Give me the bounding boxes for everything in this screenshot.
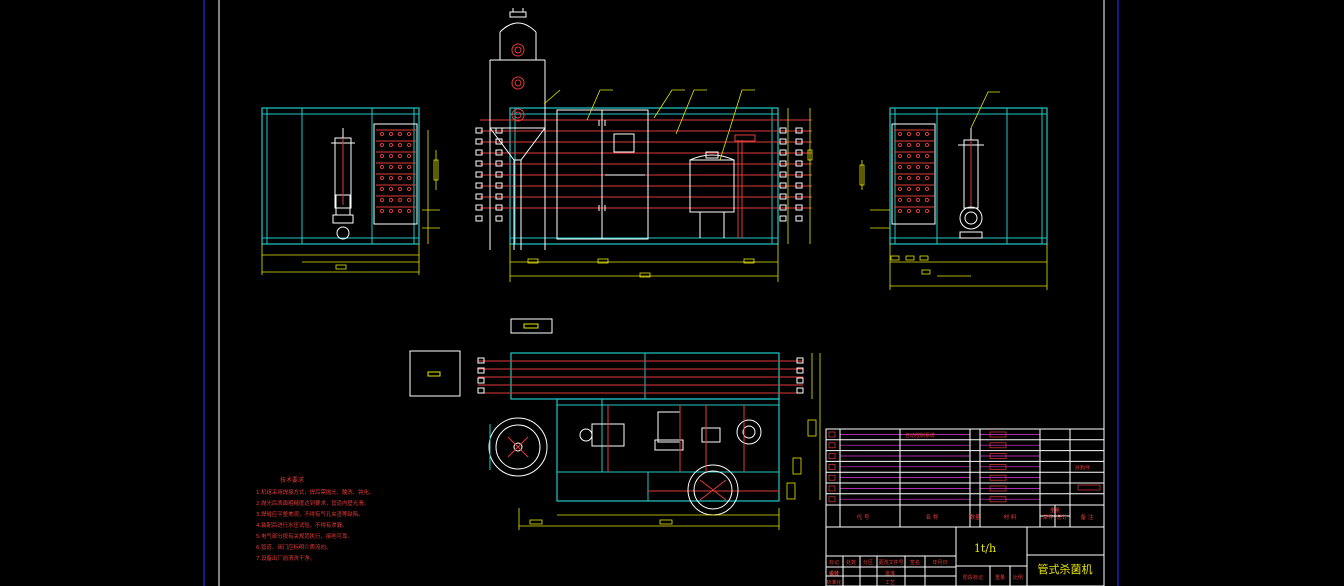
front-view: [475, 8, 813, 282]
parts-header-cell: 数量: [969, 513, 981, 521]
revision-label: 分区: [863, 559, 873, 566]
parts-header-cell: 代 号: [857, 513, 870, 521]
parts-header-cell: 总计: [1056, 513, 1068, 521]
note-line: 3.焊缝应平整美观，不得有气孔夹渣等缺陷。: [256, 510, 364, 518]
revision-label: 更改文件号: [878, 559, 903, 566]
note-line: 2.抛光后表面粗糙度达到要求，管道内壁光滑。: [256, 499, 369, 507]
revision-label: 标记: [829, 559, 839, 566]
capacity-label: 1t/h: [974, 542, 996, 555]
parts-row-name: 自动控制系统: [905, 432, 935, 439]
note-line: 6.管道、阀门应标明介质流向。: [256, 543, 331, 551]
stage-label: 比例: [1013, 574, 1023, 581]
product-name: 管式杀菌机: [1038, 562, 1093, 576]
stage-label: 阶段标记: [963, 574, 983, 581]
control-cabinet: [556, 109, 649, 240]
note-line: 7.设备出厂前清洗干净。: [256, 554, 315, 562]
approval-label: 设计: [829, 570, 839, 577]
revision-label: 处数: [846, 559, 856, 566]
drawing-frame: [203, 0, 1119, 586]
approval-label: 批准: [885, 570, 895, 577]
parts-header-cell: 材 料: [1004, 513, 1017, 521]
approval-label: 标准化: [826, 579, 841, 586]
right-side-view: [859, 91, 1048, 290]
title-block: 自动控制系统外购件 代 号名 称数量材 料单件总计备 注重量: [825, 428, 1105, 586]
notes-title: 技术要求: [280, 476, 304, 484]
parts-header-cell: 备 注: [1081, 513, 1094, 521]
note-line: 5.电气部分按有关规范执行，接地可靠。: [256, 532, 353, 540]
holding-tank: [689, 151, 735, 238]
weight-label: 重量: [1050, 507, 1060, 514]
left-side-view: [261, 107, 440, 275]
approval-label: 审核: [829, 570, 839, 577]
technical-notes: 技术要求 1.机组采用焊接方式，焊后需抛光、酸洗、钝化。 2.抛光后表面粗糙度达到…: [256, 476, 374, 562]
approval-label: 工艺: [885, 580, 895, 586]
parts-header-cell: 名 称: [926, 513, 939, 521]
revision-label: 签名: [910, 559, 920, 566]
stage-label: 重量: [995, 574, 1005, 581]
plan-view: [409, 318, 821, 530]
note-line: 1.机组采用焊接方式，焊后需抛光、酸洗、钝化。: [256, 488, 374, 496]
parts-row-remark: 外购件: [1075, 464, 1090, 471]
revision-label: 年月日: [932, 559, 947, 566]
parts-header-cell: 单件: [1042, 513, 1054, 521]
note-line: 4.装配后进行水压试验，不得有渗漏。: [256, 521, 347, 529]
